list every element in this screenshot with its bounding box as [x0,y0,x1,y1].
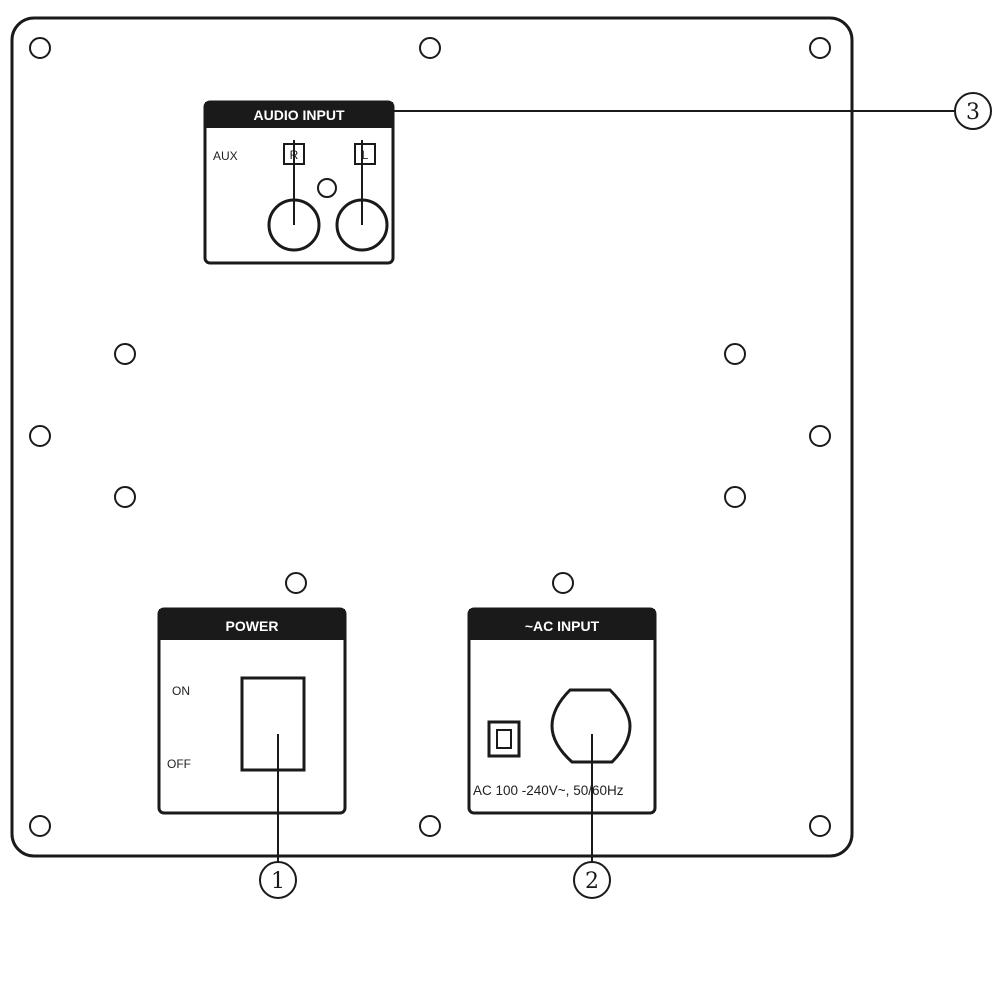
fuse-holder [487,720,521,758]
mounting-hole [285,572,307,594]
ac-power-socket[interactable] [550,688,632,764]
channel-l-label: L [362,148,369,162]
power-rocker-switch[interactable] [240,676,306,772]
callout-circle [573,861,611,899]
callout-number: 2 [585,869,599,894]
mounting-hole [29,37,51,59]
mounting-hole [809,37,831,59]
mounting-hole [419,37,441,59]
fuse-holder-inner [496,729,512,749]
mounting-hole [552,572,574,594]
mounting-hole [724,486,746,508]
mounting-hole [809,425,831,447]
ac-input-panel: ~AC INPUT AC 100 -240V~, 50/60Hz [467,607,657,815]
ac-input-header-bar [469,609,655,640]
callout-2: 2 [573,861,611,899]
callout-1: 1 [259,861,297,899]
ac-input-header: ~AC INPUT [525,618,600,634]
mounting-hole [114,343,136,365]
power-header-bar [159,609,345,640]
rear-plate [10,16,854,858]
power-header: POWER [226,618,279,634]
ground-post [317,178,337,198]
callout-number: 1 [271,869,285,894]
mounting-hole [419,815,441,837]
callout-circle [259,861,297,899]
ac-rating-label: AC 100 -240V~, 50/60Hz [473,783,624,798]
aux-label: AUX [213,149,238,163]
mounting-hole [724,343,746,365]
power-on-label: ON [172,684,190,698]
audio-input-panel: AUDIO INPUT AUX R L [203,100,395,265]
audio-input-header: AUDIO INPUT [254,107,345,123]
callout-leaders [277,110,955,862]
audio-input-header-bar [205,102,393,128]
mounting-hole [29,815,51,837]
callout-3: 3 [954,92,992,130]
callout-number: 3 [966,100,980,125]
mounting-hole [114,486,136,508]
power-off-label: OFF [167,757,191,771]
mounting-hole [29,425,51,447]
mounting-hole [809,815,831,837]
mounting-holes [29,37,831,837]
power-panel: POWER ON OFF [157,607,347,815]
channel-l-marker [354,143,376,165]
callout-circle [954,92,992,130]
